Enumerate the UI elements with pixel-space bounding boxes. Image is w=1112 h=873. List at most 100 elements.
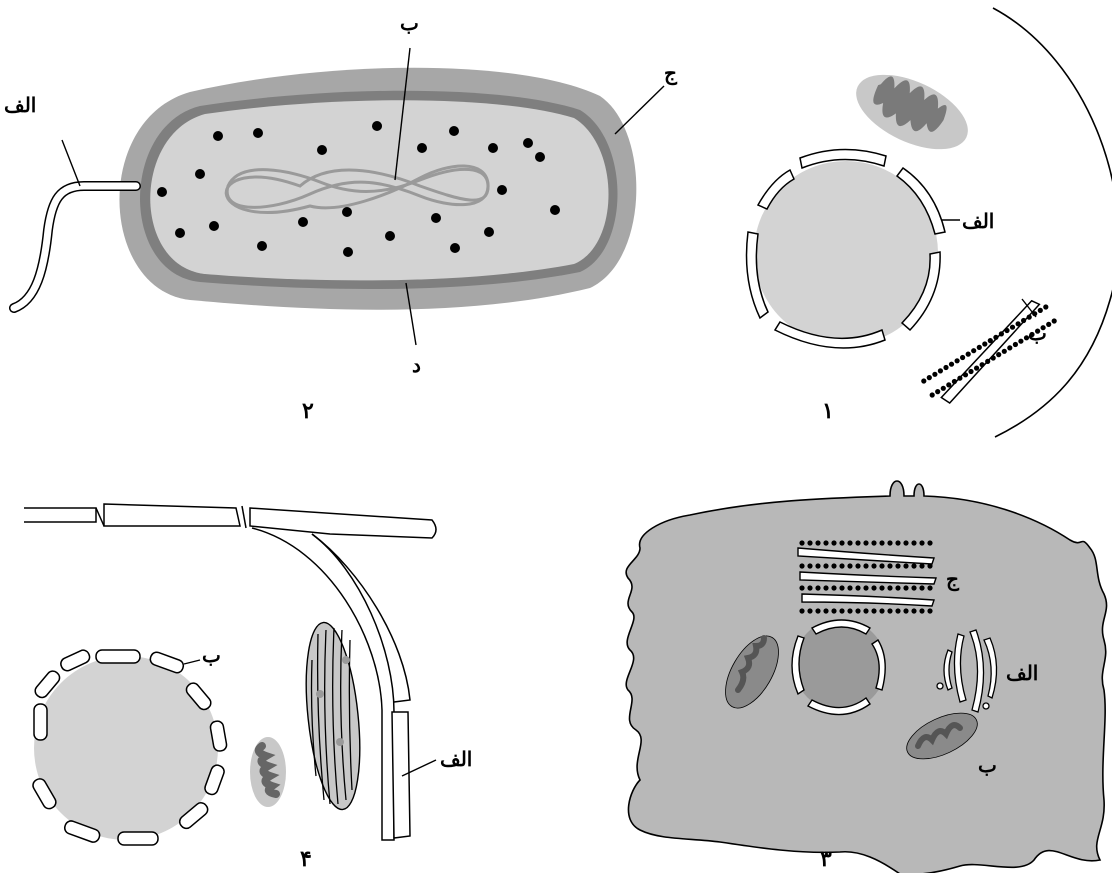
panel-4-plant-cell: ب الف ۴ <box>24 504 472 872</box>
ribosome-dot <box>927 585 932 590</box>
ribosome-dot <box>815 563 820 568</box>
ribosome-dot <box>847 585 852 590</box>
ribosome-dot <box>980 362 985 367</box>
ribosome-dot <box>807 540 812 545</box>
ribosome-dot <box>863 540 868 545</box>
ribosome-dot <box>855 608 860 613</box>
ribosome-dot <box>952 379 957 384</box>
panel4-label-b: ب <box>202 643 221 667</box>
ribosome-dot <box>982 341 987 346</box>
ribosome-dot <box>911 585 916 590</box>
ribosome-dot <box>847 540 852 545</box>
ribosome-dot <box>807 563 812 568</box>
ribosome-dot <box>977 345 982 350</box>
ribosome-dot <box>863 608 868 613</box>
ribosome-dot <box>963 372 968 377</box>
panel-3-animal-cell: ج الف ب ۳ <box>626 481 1106 873</box>
ribosome-dot <box>855 585 860 590</box>
ribosome-dot <box>1013 342 1018 347</box>
ribosome-dot <box>879 585 884 590</box>
ribosome-dot <box>1004 328 1009 333</box>
panel1-label-a: الف <box>962 209 994 233</box>
ribosome-dot <box>815 540 820 545</box>
panel4-label-b-leader <box>184 660 200 664</box>
ribosome-dot <box>879 563 884 568</box>
panel4-mitochondrion <box>250 737 286 807</box>
ribosome-dot <box>935 389 940 394</box>
ribosome-dot <box>839 585 844 590</box>
ribosome-dot <box>968 369 973 374</box>
ribosome-dot <box>823 608 828 613</box>
ribosome-dot <box>823 563 828 568</box>
ribosome-dot <box>988 338 993 343</box>
panel2-number: ۲ <box>302 398 314 424</box>
ribosome-dot <box>871 608 876 613</box>
ribosome-dot <box>831 585 836 590</box>
panel4-nucleus <box>31 648 228 845</box>
panel-2-bacterium: الف ب ج د ۲ <box>4 11 678 424</box>
ribosome-dot <box>974 366 979 371</box>
ribosome-dot <box>887 608 892 613</box>
ribosome-dot <box>960 355 965 360</box>
ribosome-dot <box>1027 315 1032 320</box>
ribosome-dot <box>871 585 876 590</box>
ribosome-dot <box>879 608 884 613</box>
ribosome-dot <box>863 585 868 590</box>
ribosome-dot <box>863 563 868 568</box>
panel4-number: ۴ <box>300 846 312 872</box>
ribosome-dot <box>903 585 908 590</box>
ribosome-dot <box>999 331 1004 336</box>
ribosome-dot <box>823 585 828 590</box>
ribosome-dot <box>1046 322 1051 327</box>
ribosome-dot <box>895 585 900 590</box>
ribosome-dot <box>903 540 908 545</box>
ribosome-dot <box>941 386 946 391</box>
ribosome-dot <box>927 375 932 380</box>
panel2-label-d: د <box>412 353 421 377</box>
panel3-label-a: الف <box>1006 661 1038 685</box>
ribosome-dot <box>895 540 900 545</box>
ribosome-dot <box>957 376 962 381</box>
ribosome-dot <box>991 355 996 360</box>
panel2-label-c: ج <box>664 61 678 86</box>
panel3-label-b: ب <box>978 753 997 777</box>
ribosome-dot <box>1038 308 1043 313</box>
ribosome-dot <box>887 563 892 568</box>
ribosome-dot <box>985 359 990 364</box>
panel-1-animal-cell-fragment: الف ب ۱ <box>747 8 1112 437</box>
ribosome-dot <box>949 362 954 367</box>
panel1-mitochondrion <box>845 59 979 164</box>
ribosome-dot <box>831 563 836 568</box>
ribosome-dot <box>903 563 908 568</box>
panel1-number: ۱ <box>822 398 834 424</box>
ribosome-dot <box>911 563 916 568</box>
panel1-rough-er <box>921 299 1061 405</box>
ribosome-dot <box>839 608 844 613</box>
ribosome-dot <box>799 585 804 590</box>
ribosome-dot <box>799 540 804 545</box>
panel2-label-a: الف <box>4 93 36 117</box>
ribosome-dot <box>807 585 812 590</box>
ribosome-dot <box>919 563 924 568</box>
ribosome-dot <box>871 563 876 568</box>
ribosome-dot <box>993 335 998 340</box>
panel1-nucleus <box>747 149 946 348</box>
panel2-label-c-leader <box>615 86 664 134</box>
panel4-label-a: الف <box>440 747 472 771</box>
panel4-chloroplast <box>298 620 367 812</box>
ribosome-dot <box>879 540 884 545</box>
ribosome-dot <box>938 368 943 373</box>
ribosome-dot <box>1018 339 1023 344</box>
ribosome-dot <box>927 540 932 545</box>
panel1-label-b: ب <box>1028 321 1047 345</box>
ribosome-dot <box>895 563 900 568</box>
ribosome-dot <box>807 608 812 613</box>
panel2-label-a-leader <box>62 140 80 186</box>
ribosome-dot <box>815 585 820 590</box>
ribosome-dot <box>831 540 836 545</box>
ribosome-dot <box>930 392 935 397</box>
ribosome-dot <box>831 608 836 613</box>
ribosome-dot <box>919 540 924 545</box>
ribosome-dot <box>855 540 860 545</box>
ribosome-dot <box>1043 304 1048 309</box>
